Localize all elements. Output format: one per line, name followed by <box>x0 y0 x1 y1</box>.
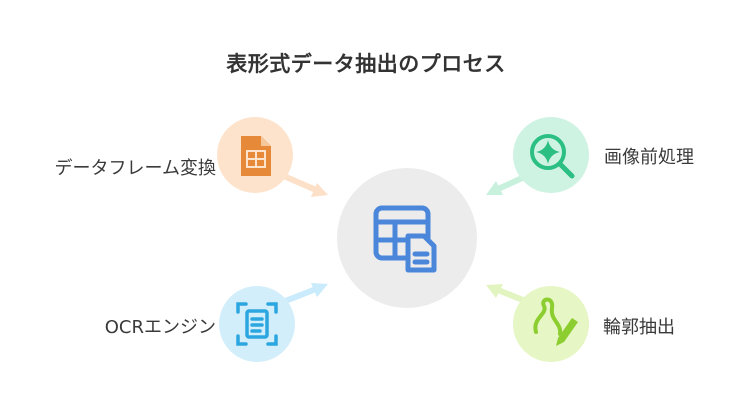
squiggle-pen-icon <box>533 297 578 346</box>
spreadsheet-file-icon <box>241 136 271 176</box>
label-preprocess: 画像前処理 <box>604 147 694 168</box>
magnifier-sparkle-icon <box>530 134 575 179</box>
preprocess-node <box>513 117 589 193</box>
ocr-node <box>219 286 295 362</box>
diagram-title: 表形式データ抽出のプロセス <box>226 52 506 76</box>
label-ocr: OCRエンジン <box>104 317 216 338</box>
table-document-icon <box>373 205 437 273</box>
scan-document-icon <box>236 302 278 346</box>
center-node <box>337 168 477 308</box>
contour-node <box>513 286 589 362</box>
label-dataframe: データフレーム変換 <box>54 158 216 179</box>
label-contour: 輪郭抽出 <box>603 317 675 338</box>
dataframe-node <box>217 117 293 193</box>
